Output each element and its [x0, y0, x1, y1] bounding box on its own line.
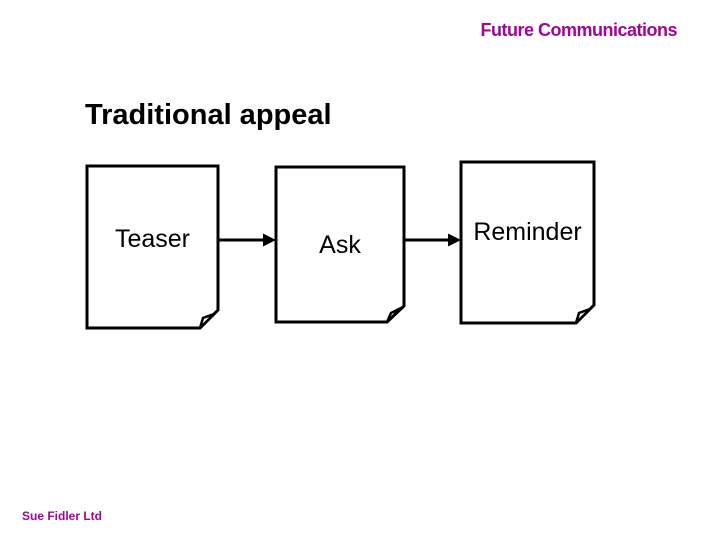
folded-corner-icon: [385, 306, 402, 323]
slide-header: Future Communications: [480, 20, 677, 40]
folded-corner-icon: [574, 307, 591, 324]
arrow-ask-to-reminder: [405, 233, 461, 247]
node-label-teaser: Teaser: [114, 225, 191, 253]
slide-title: Traditional appeal: [85, 99, 332, 131]
arrow-teaser-to-ask: [219, 233, 276, 247]
slide-footer: Sue Fidler Ltd: [22, 509, 103, 523]
folded-corner-icon: [198, 312, 215, 329]
node-label-ask: Ask: [319, 231, 361, 259]
node-label-reminder: Reminder: [473, 218, 582, 246]
